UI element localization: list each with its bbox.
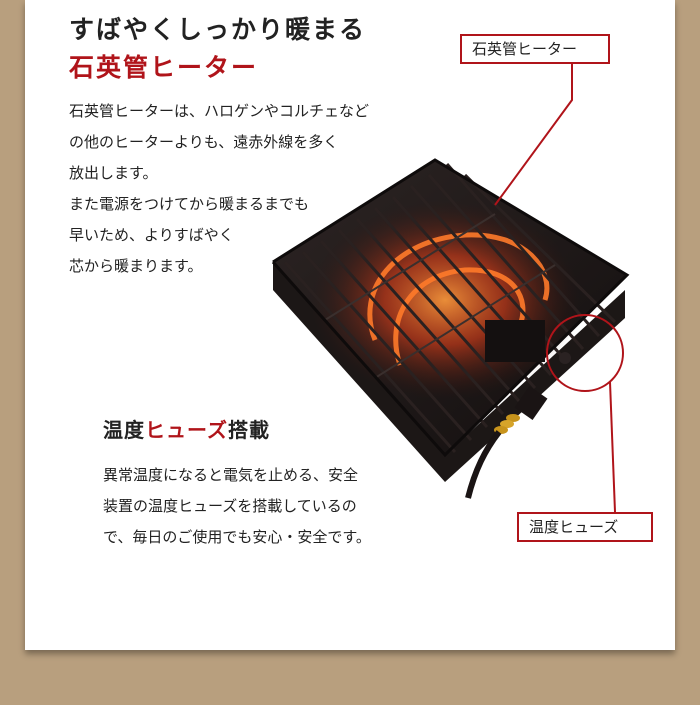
- quartz-heater-image: [271, 64, 630, 513]
- fuse-heading-prefix: 温度: [103, 418, 145, 442]
- fuse-heading-suffix: 搭載: [228, 418, 270, 442]
- fuse-callout-circle: [546, 314, 624, 392]
- description-line: 装置の温度ヒューズを搭載しているの: [103, 497, 357, 515]
- fuse-heading: 温度ヒューズ搭載: [103, 414, 270, 443]
- fuse-callout-line: [609, 381, 616, 513]
- power-cord: [465, 430, 502, 499]
- cord-spring: [494, 414, 520, 434]
- quartz-description: 石英管ヒーターは、ハロゲンやコルチェなど の他のヒーターよりも、遠赤外線を多く …: [69, 96, 369, 282]
- description-line: 芯から暖まります。: [69, 257, 203, 275]
- heater-knob: [559, 352, 571, 364]
- description-line: 異常温度になると電気を止める、安全: [103, 466, 359, 484]
- temperature-fuse-label: 温度ヒューズ: [517, 512, 653, 542]
- description-line: また電源をつけてから暖まるまでも: [69, 195, 310, 213]
- description-line: 早いため、よりすばやく: [69, 226, 234, 244]
- description-line: 放出します。: [69, 164, 158, 182]
- quartz-callout-line: [494, 64, 573, 206]
- fuse-heading-highlight: ヒューズ: [145, 418, 228, 442]
- description-line: で、毎日のご使用でも安心・安全です。: [103, 528, 371, 546]
- description-line: の他のヒーターよりも、遠赤外線を多く: [69, 133, 339, 151]
- cord-plug: [514, 386, 548, 420]
- content-card: すばやくしっかり暖まる 石英管ヒーター 石英管ヒーターは、ハロゲンやコルチェなど…: [25, 0, 675, 650]
- heater-base: [273, 262, 625, 482]
- section-title-line1: すばやくしっかり暖まる: [69, 15, 367, 44]
- heater-control-box: [485, 320, 545, 362]
- quartz-heater-label: 石英管ヒーター: [460, 34, 610, 64]
- fuse-description: 異常温度になると電気を止める、安全 装置の温度ヒューズを搭載しているの で、毎日…: [103, 460, 371, 553]
- section-title-line2: 石英管ヒーター: [69, 53, 259, 82]
- description-line: 石英管ヒーターは、ハロゲンやコルチェなど: [69, 102, 370, 120]
